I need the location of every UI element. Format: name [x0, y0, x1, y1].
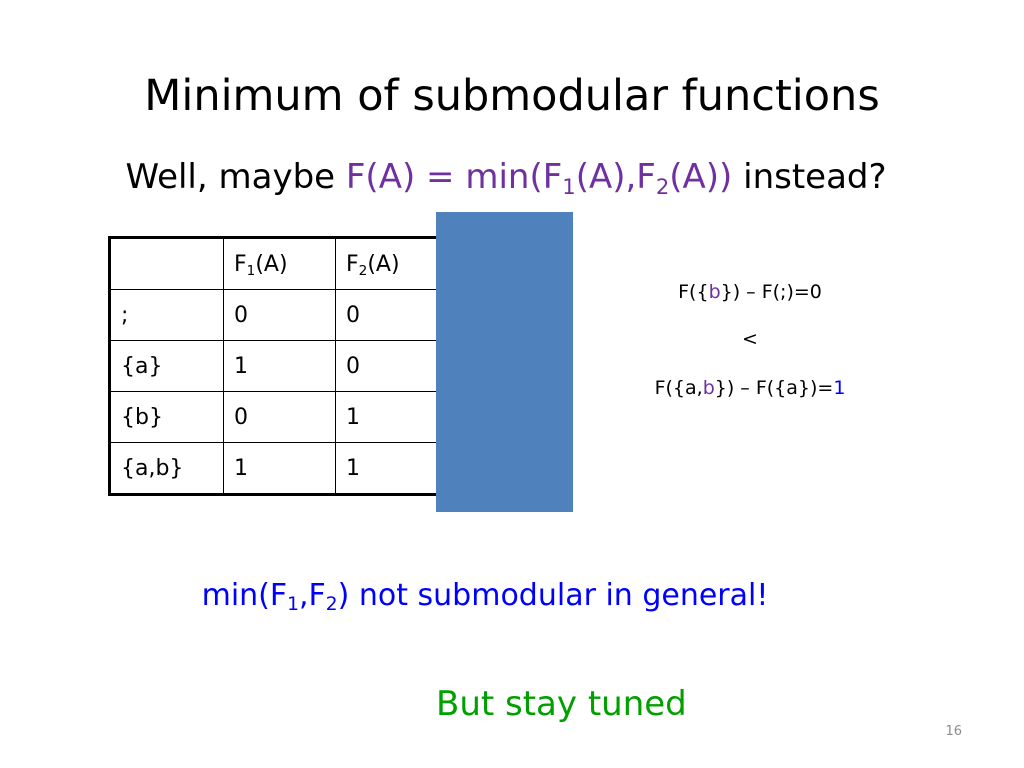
cell-f2: 1	[335, 442, 448, 495]
cell-set: {b}	[109, 391, 224, 443]
ineq1-a: F({	[678, 281, 709, 303]
cell-f1: 1	[223, 340, 336, 392]
inequality-line-2: <	[742, 328, 758, 350]
cell-f1: 1	[223, 442, 336, 495]
header-f1-end: (A)	[255, 251, 288, 277]
subtitle-tail: instead?	[732, 157, 887, 197]
header-f1-base: F	[234, 251, 247, 277]
cell-f2: 0	[335, 289, 448, 341]
page-number: 16	[945, 724, 962, 739]
header-f2-sub: 2	[358, 262, 368, 279]
ineq3-a: F({a,	[654, 377, 703, 399]
cell-f2: 0	[335, 340, 448, 392]
header-f2-base: F	[346, 251, 359, 277]
cell-set: {a}	[109, 340, 224, 392]
cell-set: {a,b}	[109, 442, 224, 495]
slide-subtitle: Well, maybe F(A) = min(F1(A),F2(A)) inst…	[0, 154, 1012, 200]
expr-mid: (A),F	[575, 157, 656, 197]
header-cell-f2: F2(A)	[335, 237, 448, 290]
expr-prefix: F(A) = min(F	[345, 157, 563, 197]
note-a: min(F	[201, 578, 288, 613]
subtitle-lead: Well, maybe	[125, 157, 346, 197]
note-not-submodular: min(F1,F2) not submodular in general!	[0, 576, 970, 616]
cell-f1: 0	[223, 391, 336, 443]
cell-f2: 1	[335, 391, 448, 443]
cell-f1: 0	[223, 289, 336, 341]
ineq1-b: b	[708, 281, 721, 303]
header-f2-end: (A)	[367, 251, 400, 277]
expr-end: (A))	[669, 157, 733, 197]
note-sub-1: 1	[287, 594, 299, 616]
note-c: ) not submodular in general!	[337, 578, 769, 613]
expr-sub-2: 2	[655, 173, 670, 199]
stay-tuned-text: But stay tuned	[436, 684, 687, 724]
cover-rectangle	[436, 212, 573, 512]
ineq1-c: }) – F(;)=0	[720, 281, 822, 303]
slide-title: Minimum of submodular functions	[144, 71, 880, 121]
header-cell-set	[109, 237, 224, 290]
note-b: ,F	[298, 578, 326, 613]
header-cell-f1: F1(A)	[223, 237, 336, 290]
table-header-row: F1(A) F2(A)	[109, 237, 500, 290]
expr-sub-1: 1	[562, 173, 576, 199]
subtitle-expression: F(A) = min(F1(A),F2(A))	[346, 157, 732, 197]
ineq3-b: b	[702, 377, 715, 399]
ineq3-d: 1	[833, 377, 846, 399]
note-sub-2: 2	[325, 594, 338, 616]
cell-set: ;	[109, 289, 224, 341]
inequality-line-1: F({b}) – F(;)=0	[560, 280, 940, 304]
ineq3-c: }) – F({a})=	[714, 377, 834, 399]
inequality-line-3: F({a,b}) – F({a})=1	[560, 376, 940, 400]
header-f1-sub: 1	[246, 262, 256, 279]
